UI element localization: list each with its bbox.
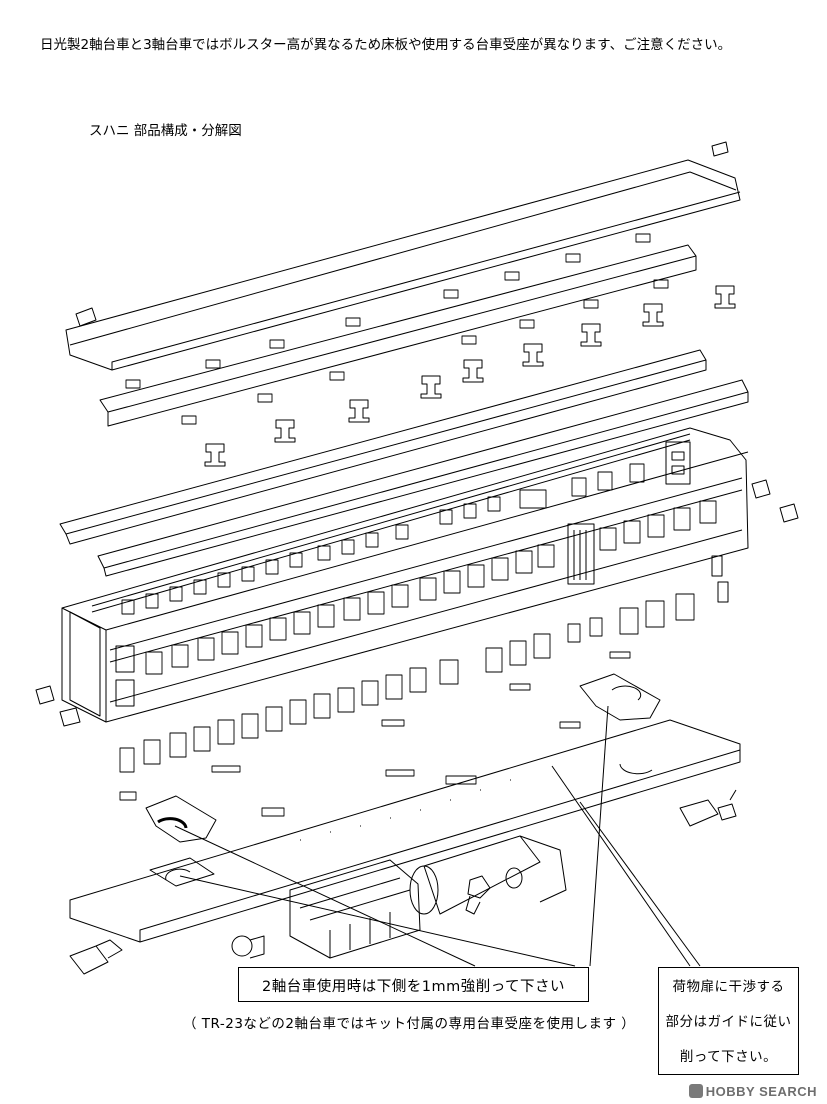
ventilator-parts: [204, 285, 736, 467]
car-body: [35, 427, 799, 727]
diagram-title: スハニ 部品構成・分解図: [89, 123, 242, 139]
upper-fittings: [99, 233, 697, 427]
callout-box-luggage-door: 荷物扉に干渉する 部分はガイドに従い 削って下さい。: [658, 967, 799, 1075]
callout-line-1: 荷物扉に干渉する: [672, 979, 785, 995]
watermark: HOBBY SEARCH: [688, 1084, 817, 1099]
callout-text-bolster-cut: 2軸台車使用時は下側を1mm強削って下さい: [262, 979, 565, 995]
watermark-text: HOBBY SEARCH: [705, 1084, 817, 1099]
callout-box-bolster-cut: 2軸台車使用時は下側を1mm強削って下さい: [238, 967, 589, 1002]
bogie-seat-note: （ TR-23などの2軸台車ではキット付属の専用台車受座を使用します ）: [183, 1016, 636, 1032]
hobbysearch-logo-icon: [688, 1084, 703, 1098]
underfloor-equipment: [69, 789, 737, 975]
bolster-plate: [145, 673, 661, 843]
callout-line-2: 部分はガイドに従い: [665, 1014, 792, 1030]
window-glazing-parts: [119, 593, 695, 817]
roof-part: [65, 141, 741, 371]
callout-line-3: 削って下さい。: [679, 1049, 778, 1065]
floor-plate: [69, 719, 741, 943]
top-note: 日光製2軸台車と3軸台車ではボルスター高が異なるため床板や使用する台車受座が異な…: [40, 37, 732, 53]
eave-strips: [59, 349, 749, 577]
leader-lines: [174, 705, 701, 967]
